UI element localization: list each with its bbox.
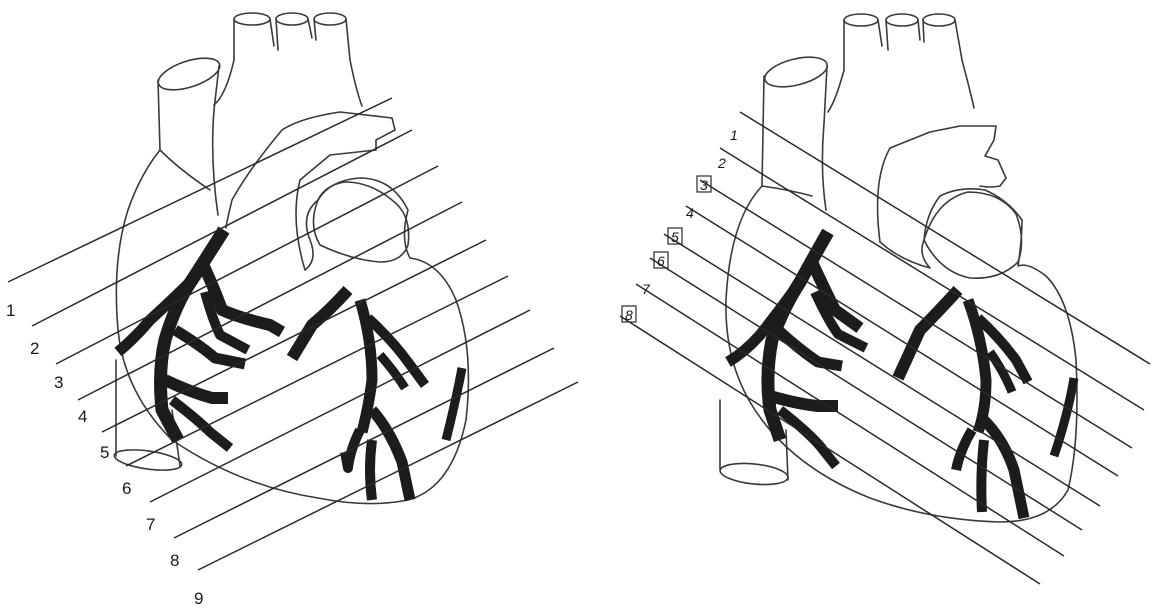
right-slice-line — [720, 148, 1144, 410]
left-slice-labels: 1 2 3 4 5 6 7 8 9 — [6, 301, 203, 608]
left-slice-label: 5 — [100, 443, 109, 462]
left-slice-line — [150, 310, 530, 502]
right-vena-cava — [762, 52, 830, 210]
left-great-vessels — [214, 13, 362, 106]
right-slice-label: 1 — [730, 127, 738, 143]
right-atrium-outline — [924, 192, 1022, 278]
left-slice-line — [198, 382, 578, 570]
right-heart-view: 1 2 3 4 5 6 7 8 — [620, 14, 1150, 584]
left-slice-label: 9 — [194, 589, 203, 608]
left-heart-view: 1 2 3 4 5 6 7 8 9 — [6, 13, 578, 608]
right-slice-label: 3 — [700, 177, 708, 193]
left-slice-label: 3 — [54, 373, 63, 392]
left-slice-lines — [8, 98, 578, 570]
left-slice-line — [8, 98, 392, 282]
right-slice-line — [740, 112, 1150, 364]
left-vena-cava — [128, 52, 223, 215]
right-slice-label: 6 — [657, 253, 665, 269]
right-slice-label: 2 — [717, 155, 726, 171]
left-slice-label: 2 — [30, 339, 39, 358]
right-slice-label: 4 — [686, 205, 694, 221]
right-slice-line — [650, 258, 1082, 530]
left-slice-label: 8 — [170, 551, 179, 570]
right-slice-line — [620, 316, 1040, 584]
left-slice-line — [78, 202, 462, 400]
left-slice-label: 6 — [122, 479, 131, 498]
right-slice-labels: 1 2 3 4 5 6 7 8 — [622, 127, 738, 323]
left-atrium-outline — [313, 182, 408, 262]
left-slice-label: 4 — [78, 407, 87, 426]
left-coronary-arteries — [118, 230, 462, 500]
right-slice-label: 5 — [671, 229, 679, 245]
right-great-vessels — [828, 14, 974, 112]
right-slice-label: 8 — [625, 307, 633, 323]
left-slice-label: 1 — [6, 301, 15, 320]
left-slice-label: 7 — [146, 515, 155, 534]
right-slice-label: 7 — [642, 281, 651, 297]
